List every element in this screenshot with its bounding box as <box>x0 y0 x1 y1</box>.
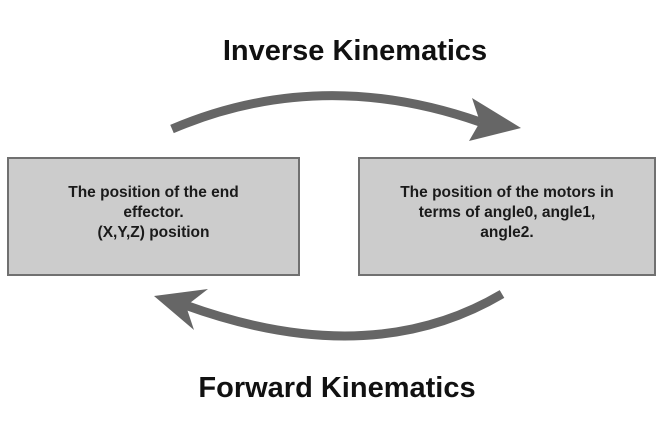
inverse-arrow-head <box>469 98 521 141</box>
motor-angles-line-3: angle2. <box>480 223 534 241</box>
inverse-kinematics-arrow <box>170 91 521 141</box>
end-effector-line-3: (X,Y,Z) position <box>97 223 210 241</box>
motor-angles-line-1: The position of the motors in <box>400 183 614 201</box>
inverse-arrow-shaft <box>170 91 482 134</box>
motor-angles-box: The position of the motors in terms of a… <box>358 157 656 276</box>
forward-arrow-shaft <box>183 290 505 341</box>
inverse-kinematics-label: Inverse Kinematics <box>222 35 488 67</box>
end-effector-line-2: effector. <box>123 203 184 221</box>
end-effector-line-1: The position of the end <box>68 183 239 201</box>
forward-kinematics-arrow <box>154 289 505 341</box>
motor-angles-text: The position of the motors in terms of a… <box>400 183 614 243</box>
forward-kinematics-label: Forward Kinematics <box>198 372 476 404</box>
motor-angles-line-2: terms of angle0, angle1, <box>418 203 596 221</box>
end-effector-text: The position of the end effector. (X,Y,Z… <box>68 183 239 243</box>
end-effector-box: The position of the end effector. (X,Y,Z… <box>7 157 300 276</box>
forward-arrow-head <box>154 289 208 330</box>
